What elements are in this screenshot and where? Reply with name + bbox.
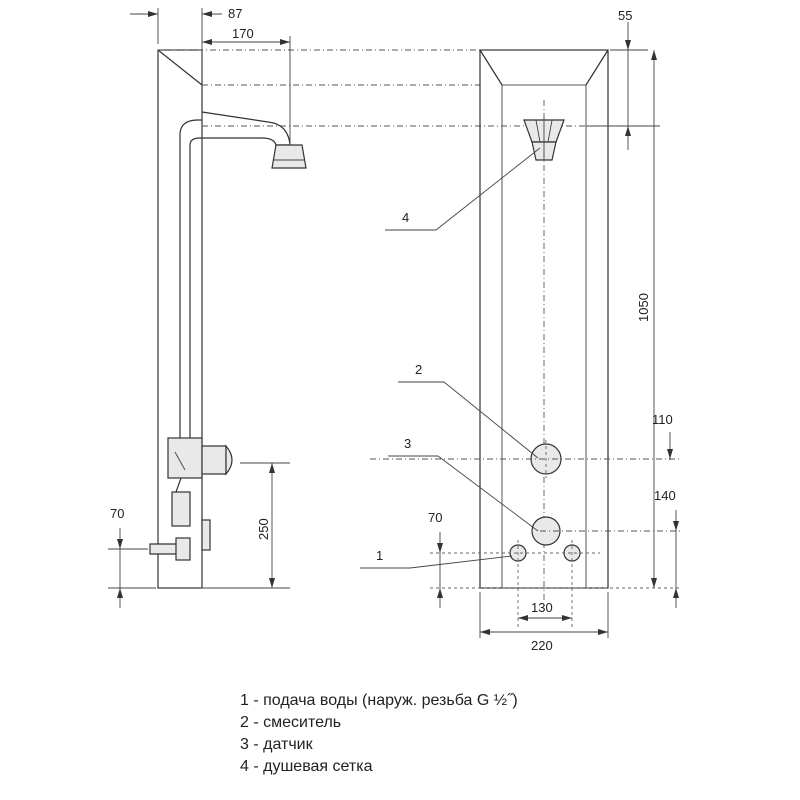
dim-170: 170: [232, 26, 254, 41]
front-view: 55 1050 110 140 70 130 220: [360, 8, 680, 653]
shower-head-front: [523, 118, 565, 161]
dim-70-right: 70: [428, 510, 442, 525]
side-view: 87 170 250 70: [108, 6, 655, 608]
shower-arm: [201, 111, 307, 169]
legend-item-4: 4 - душевая сетка: [240, 758, 373, 775]
dim-140: 140: [654, 488, 676, 503]
callout-2: 2: [415, 362, 422, 377]
dim-55: 55: [618, 8, 632, 23]
shower-head-side: [271, 144, 307, 169]
dim-220: 220: [531, 638, 553, 653]
dim-70-left: 70: [110, 506, 124, 521]
callout-4: 4: [402, 210, 409, 225]
callout-3: 3: [404, 436, 411, 451]
dim-130: 130: [531, 600, 553, 615]
legend-item-3: 3 - датчик: [240, 736, 313, 753]
dim-110: 110: [652, 412, 673, 427]
mixer-side: [149, 437, 233, 561]
callout-1: 1: [376, 548, 383, 563]
dim-1050: 1050: [636, 293, 651, 322]
technical-drawing: 87 170 250 70: [108, 6, 680, 653]
dim-250: 250: [256, 518, 271, 540]
legend-item-1: 1 - подача воды (наруж. резьба G ½˝): [240, 692, 518, 709]
legend: 1 - подача воды (наруж. резьба G ½˝) 2 -…: [240, 690, 518, 778]
legend-item-2: 2 - смеситель: [240, 714, 342, 731]
dim-87: 87: [228, 6, 242, 21]
